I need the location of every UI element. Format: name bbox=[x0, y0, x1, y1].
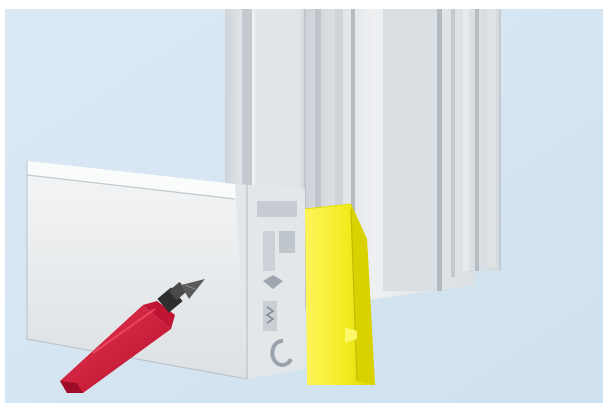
assembly-illustration bbox=[5, 9, 603, 403]
illustration-canvas bbox=[5, 9, 603, 403]
horizontal-profile bbox=[27, 161, 305, 379]
